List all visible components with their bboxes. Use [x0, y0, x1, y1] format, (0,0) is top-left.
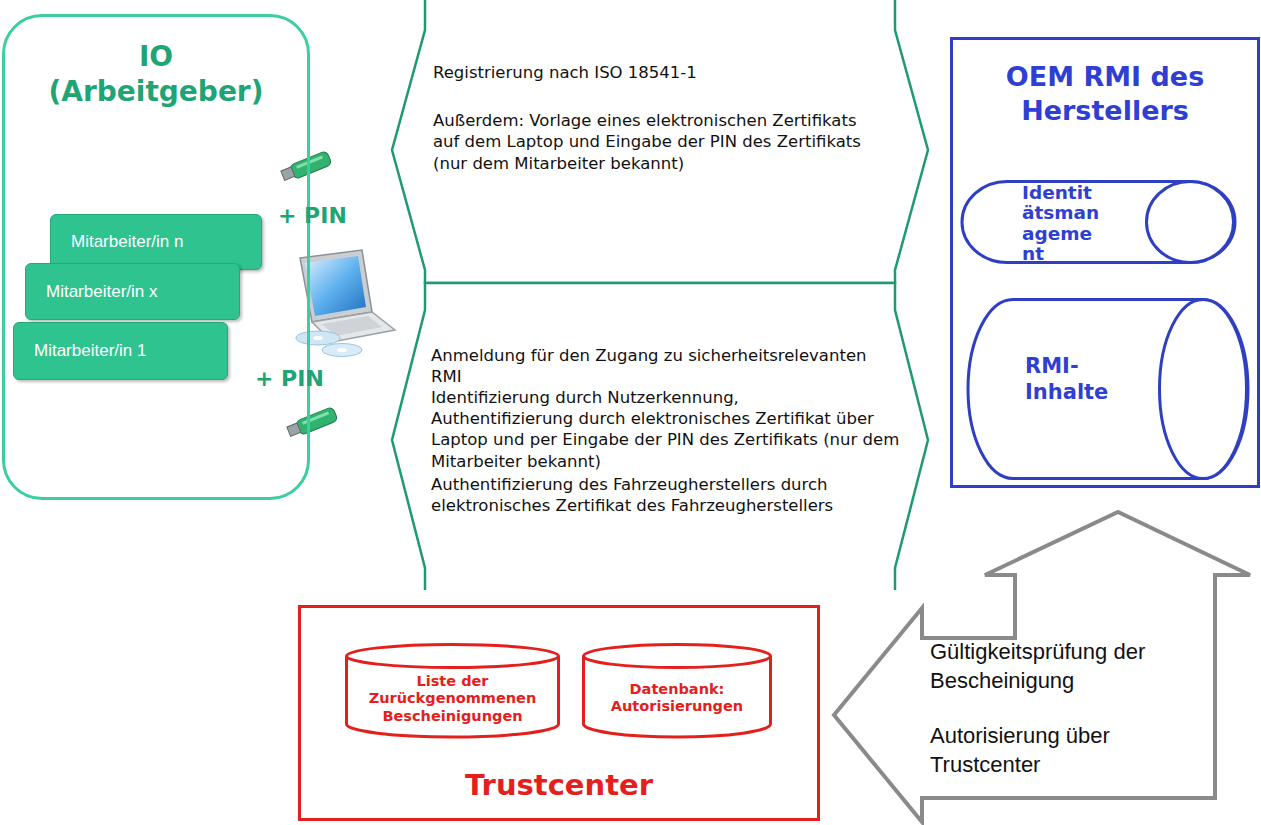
pin-label: + PIN: [255, 366, 324, 391]
node-text: Gültigkeitsprüfung der Bescheinigung: [930, 638, 1202, 695]
employer-box: IO (Arbeitgeber)Mitarbeiter/in nMitarbei…: [2, 14, 310, 500]
node-text: Anmeldung für den Zugang zu sicherheitsr…: [431, 345, 901, 388]
node-text: Mitarbeiter/in 1: [34, 323, 222, 379]
pin-label: + PIN: [278, 203, 347, 228]
node-text: Identitätsmanagement: [1022, 183, 1102, 264]
database-cylinder: Liste der Zurückgenommenen Bescheinigung…: [345, 643, 560, 737]
node-text: Autorisierung über Trustcenter: [930, 722, 1202, 779]
arrow-band: Anmeldung für den Zugang zu sicherheitsr…: [392, 283, 928, 590]
node-text: Datenbank: Autorisierungen: [592, 681, 762, 716]
node-text: Registrierung nach ISO 18541-1: [433, 62, 873, 83]
employee-box: Mitarbeiter/in x: [25, 263, 240, 320]
trustcenter-box: Trustcenter Liste der Zurückgenommenen Be…: [298, 605, 820, 821]
node-text: Außerdem: Vorlage eines elektronischen Z…: [433, 110, 863, 174]
oem-box: OEM RMI des HerstellersIdentitätsmanagem…: [950, 37, 1260, 488]
node-text: Authentifizierung des Fahrzeughersteller…: [431, 474, 901, 517]
employee-box: Mitarbeiter/in 1: [13, 322, 228, 380]
node-text: Identifizierung durch Nutzerkennung,: [431, 387, 901, 408]
usb-stick: [286, 407, 338, 440]
node-text: Trustcenter: [311, 768, 807, 802]
node-text: Authentifizierung durch elektronisches Z…: [431, 408, 901, 472]
grey-arrow: Gültigkeitsprüfung der BescheinigungAuto…: [832, 510, 1257, 824]
shape-outline: [832, 510, 1257, 824]
database-cylinder: Identitätsmanagement: [962, 180, 1235, 264]
usb-stick: [280, 151, 332, 184]
node-text: OEM RMI des Herstellers: [958, 60, 1252, 128]
employee-box: Mitarbeiter/in n: [50, 214, 262, 270]
database-cylinder: RMI-Inhalte: [968, 298, 1248, 480]
node-text: IO (Arbeitgeber): [30, 39, 282, 109]
arrow-band: Registrierung nach ISO 18541-1Außerdem: …: [392, 0, 928, 283]
database-cylinder: Datenbank: Autorisierungen: [582, 643, 772, 737]
node-text: Mitarbeiter/in x: [46, 264, 234, 319]
node-text: Liste der Zurückgenommenen Bescheinigung…: [355, 673, 550, 725]
node-text: RMI-Inhalte: [1025, 353, 1117, 406]
node-text: Mitarbeiter/in n: [71, 215, 256, 269]
laptop: [296, 250, 395, 357]
